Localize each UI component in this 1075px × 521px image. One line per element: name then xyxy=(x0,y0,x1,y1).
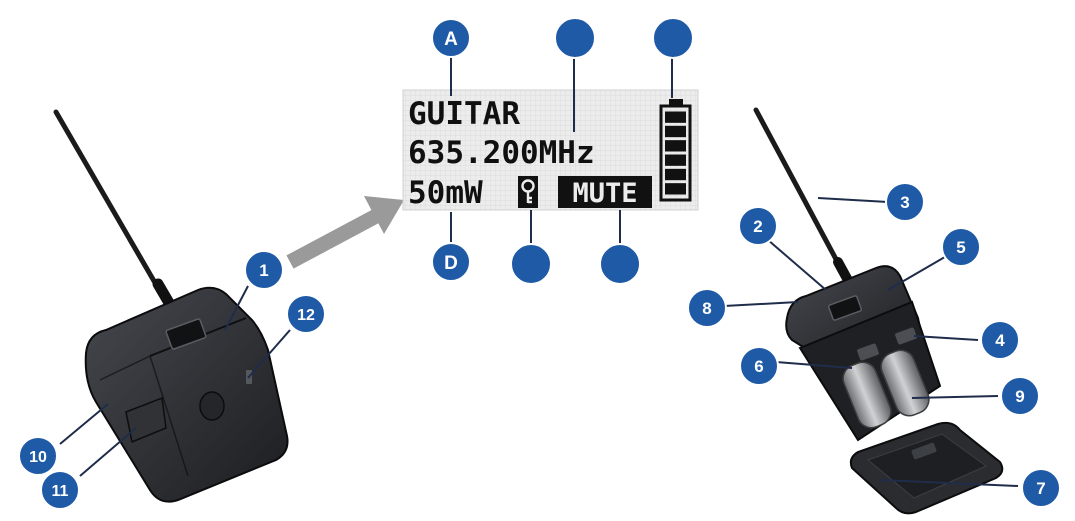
callout-7: 7 xyxy=(1021,468,1061,508)
callout-a: A xyxy=(431,18,471,58)
lcd-frequency: 635.200MHz xyxy=(408,135,595,171)
battery-bar xyxy=(665,183,686,195)
callout-4: 4 xyxy=(980,320,1020,360)
battery-bar xyxy=(665,111,686,123)
callout-4-label: 4 xyxy=(995,331,1005,350)
callout-a-label: A xyxy=(444,29,458,50)
callout-1: 1 xyxy=(244,250,284,290)
lcd-channel-name: GUITAR xyxy=(408,96,520,132)
callout-10: 10 xyxy=(18,436,58,476)
mute-label: MUTE xyxy=(572,178,637,209)
battery-bar xyxy=(665,140,686,152)
right-transmitter xyxy=(753,107,1004,515)
battery-door xyxy=(849,421,1004,515)
right-set-button xyxy=(857,343,879,361)
callout-lock xyxy=(510,243,552,285)
callout-1-label: 1 xyxy=(259,261,268,280)
callout-9: 9 xyxy=(1000,376,1040,416)
left-device-body xyxy=(84,286,289,503)
mute-indicator: MUTE xyxy=(558,176,652,209)
aa-batteries xyxy=(842,349,930,429)
callout-mute xyxy=(599,243,641,285)
battery-bar xyxy=(665,154,686,166)
lock-icon xyxy=(518,176,538,208)
callout-10-label: 10 xyxy=(29,449,47,466)
callout-battery xyxy=(652,17,694,59)
callout-12: 12 xyxy=(286,294,326,334)
callout-d: D xyxy=(431,242,471,282)
callout-freq xyxy=(554,17,596,59)
callout-2-label: 2 xyxy=(753,217,762,236)
battery-bar xyxy=(665,125,686,138)
battery-bar xyxy=(665,168,686,181)
battery-bars xyxy=(665,111,686,195)
zoom-arrow xyxy=(286,196,404,269)
left-transmitter xyxy=(53,109,289,503)
callout-3: 3 xyxy=(885,182,925,222)
callout-5: 5 xyxy=(941,227,981,267)
callout-7-label: 7 xyxy=(1036,479,1045,498)
callout-9-label: 9 xyxy=(1015,387,1024,406)
left-display-window xyxy=(165,318,207,350)
right-antenna xyxy=(753,107,848,279)
callout-8: 8 xyxy=(687,288,727,328)
right-power-button xyxy=(895,327,917,345)
callout-11-label: 11 xyxy=(52,483,69,500)
lcd-power: 50mW xyxy=(408,175,483,211)
right-display-window xyxy=(827,295,863,321)
callout-6: 6 xyxy=(739,346,779,386)
callout-8-label: 8 xyxy=(702,299,711,318)
callout-5-label: 5 xyxy=(956,238,965,257)
left-battery-door-button xyxy=(199,391,225,421)
callout-6-label: 6 xyxy=(754,357,763,376)
battery-icon xyxy=(659,99,692,202)
lcd-display: GUITAR 635.200MHz 50mW MUTE xyxy=(402,89,699,211)
left-antenna xyxy=(53,109,168,303)
callout-11: 11 xyxy=(40,470,80,510)
callout-12-label: 12 xyxy=(297,307,315,324)
callout-3-label: 3 xyxy=(900,193,909,212)
callout-d-label: D xyxy=(444,253,458,274)
callout-2: 2 xyxy=(738,206,778,246)
